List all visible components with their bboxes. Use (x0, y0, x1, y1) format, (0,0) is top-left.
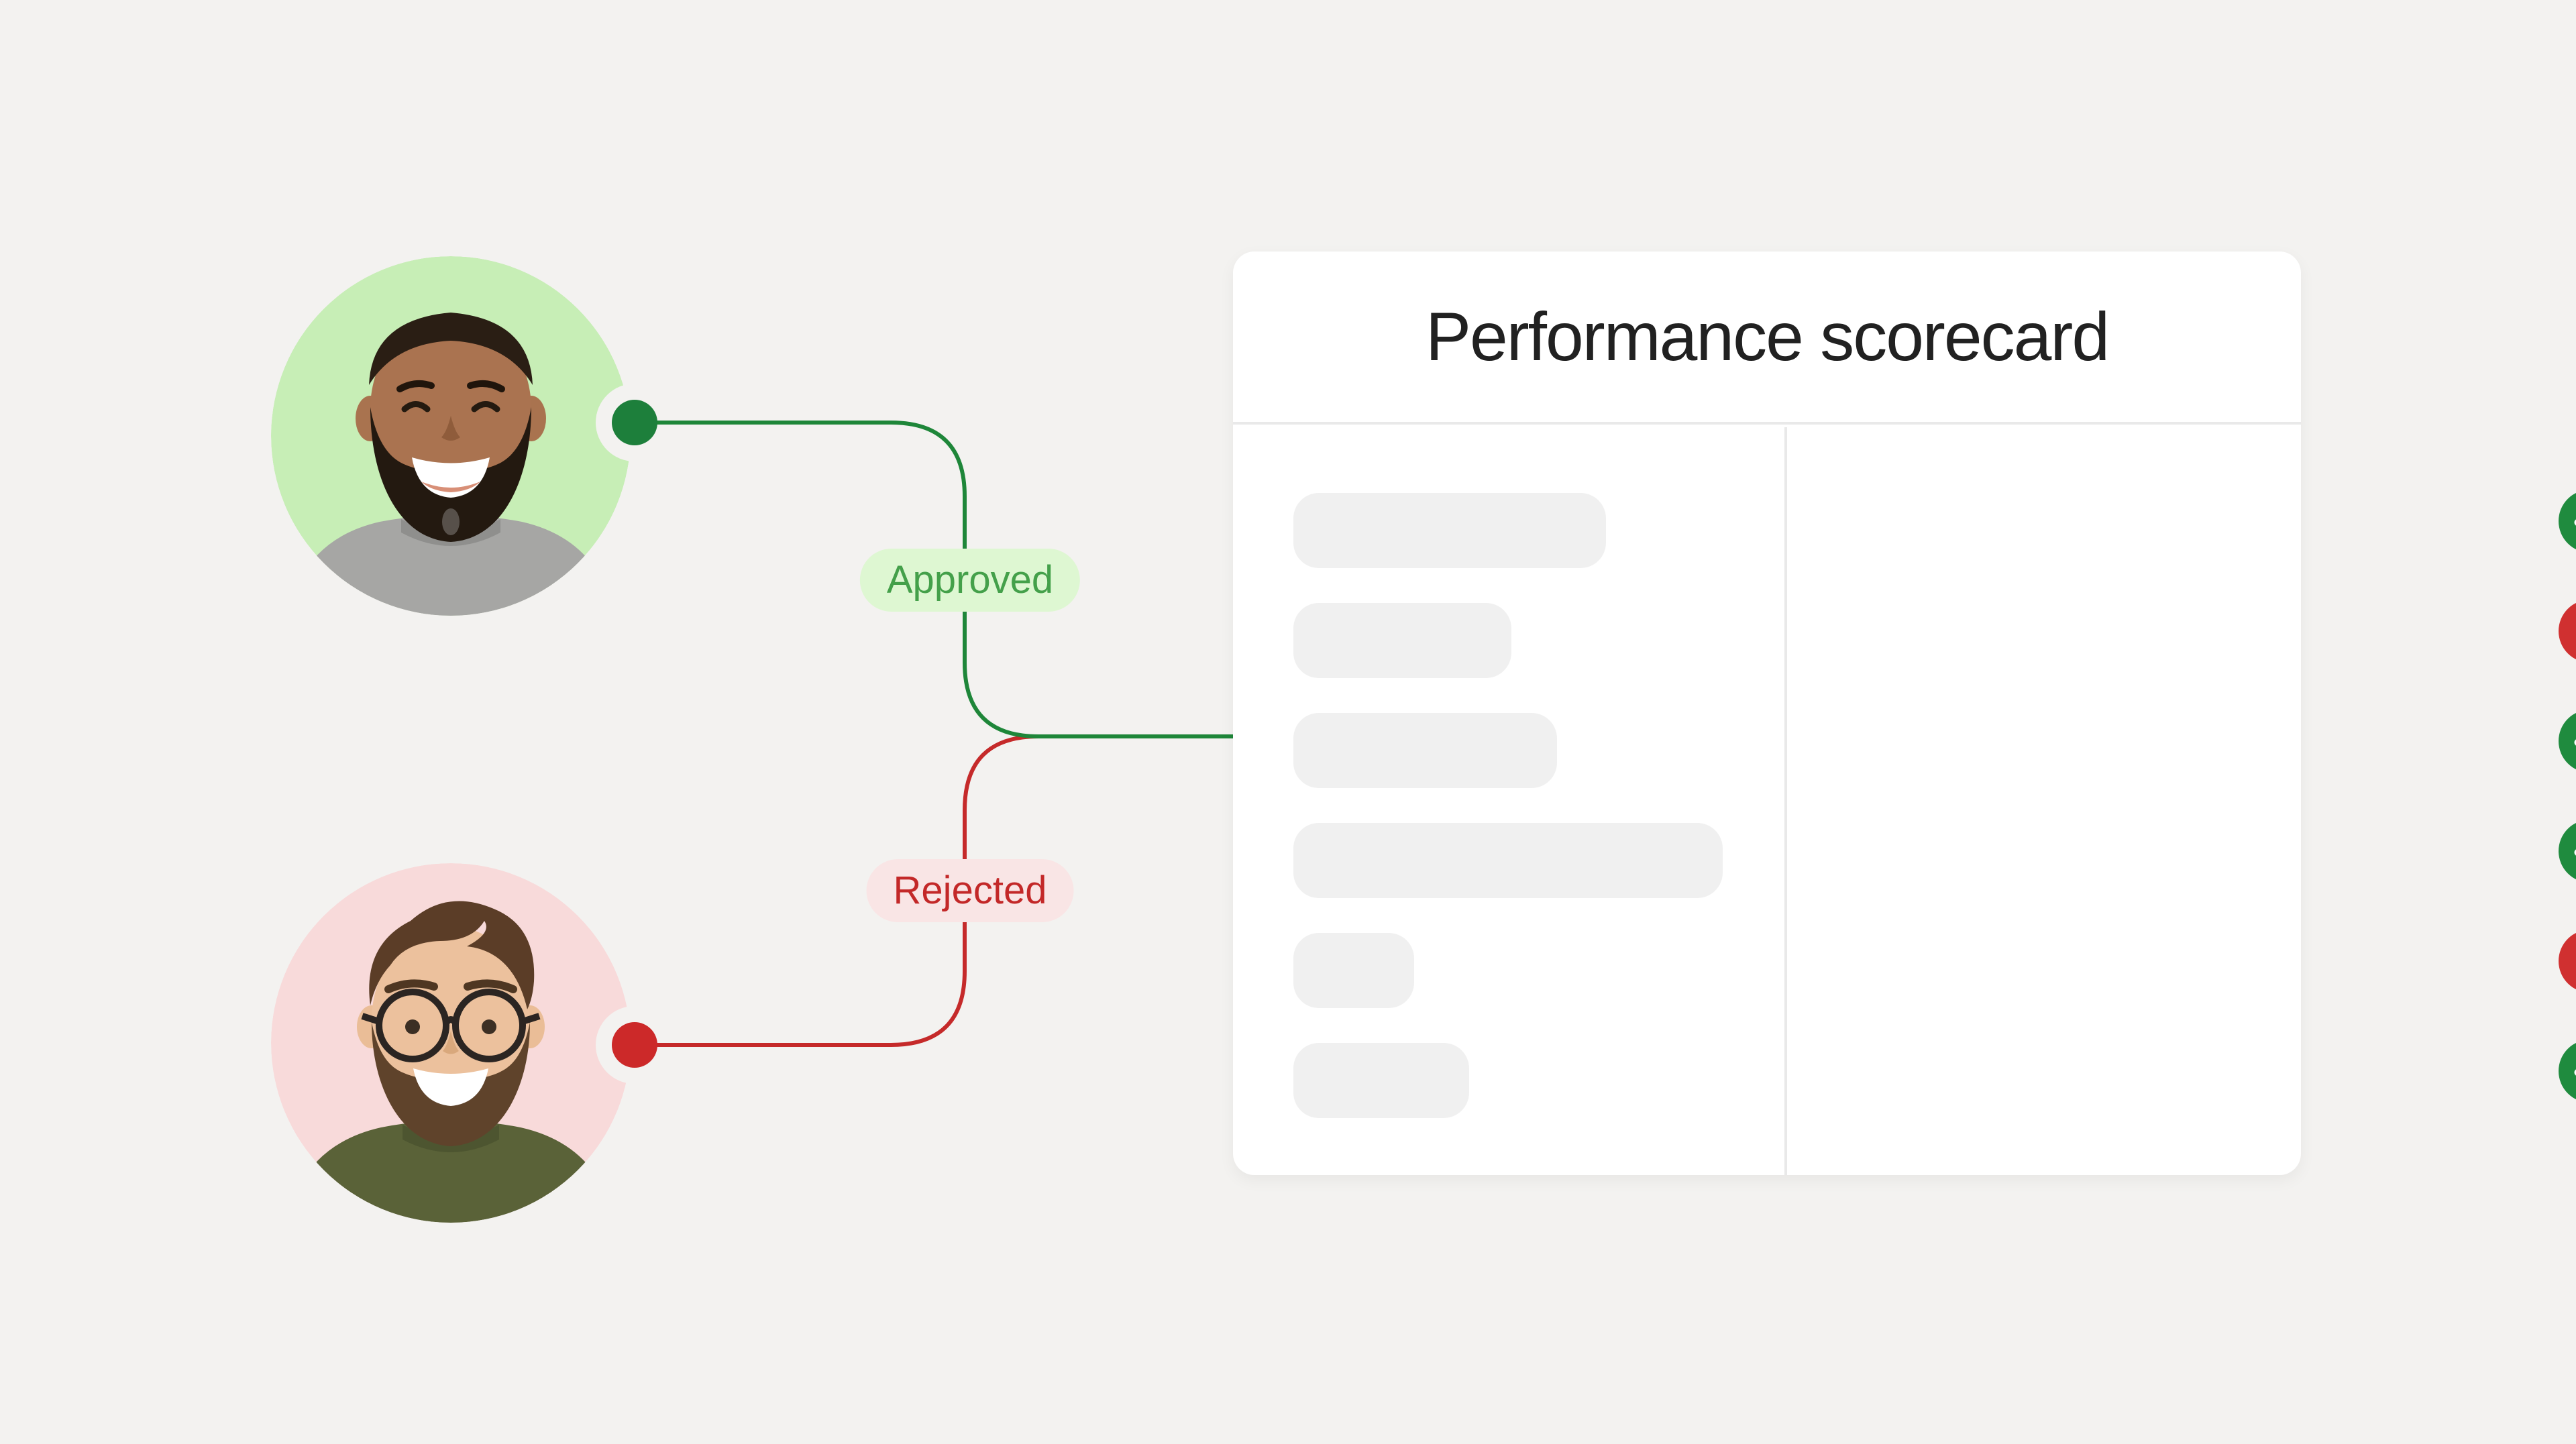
check-icon (2559, 820, 2576, 883)
check-icon (2559, 490, 2576, 553)
check-icon (2559, 710, 2576, 773)
skeleton-text-bar (1293, 493, 1606, 568)
avatar-rejected-reviewer (271, 863, 631, 1223)
card-body (1233, 427, 2576, 1175)
card-title: Performance scorecard (1425, 298, 2110, 375)
rejected-badge: Rejected (866, 859, 1074, 922)
column-divider (1784, 427, 1787, 1175)
scorecard-skeleton-column (1233, 427, 1784, 1175)
skeleton-text-bar (1293, 933, 1414, 1008)
check-icon (2559, 1040, 2576, 1103)
performance-scorecard-card: Performance scorecard (1233, 252, 2576, 1175)
skeleton-text-bar (1293, 1043, 1469, 1118)
skeleton-text-bar (1293, 713, 1557, 788)
scorecard-status-column (1787, 427, 2576, 1175)
approved-badge: Approved (859, 549, 1081, 612)
rejected-connector-dot (612, 1022, 657, 1068)
card-header: Performance scorecard (1233, 252, 2301, 425)
rejected-reviewer-photo (271, 863, 631, 1223)
skeleton-text-bar (1293, 823, 1723, 898)
cross-icon (2559, 600, 2576, 663)
avatar-approved-reviewer (271, 256, 631, 616)
approved-connector-dot (612, 400, 657, 445)
approved-reviewer-photo (271, 256, 631, 616)
skeleton-text-bar (1293, 603, 1511, 678)
cross-icon (2559, 930, 2576, 993)
